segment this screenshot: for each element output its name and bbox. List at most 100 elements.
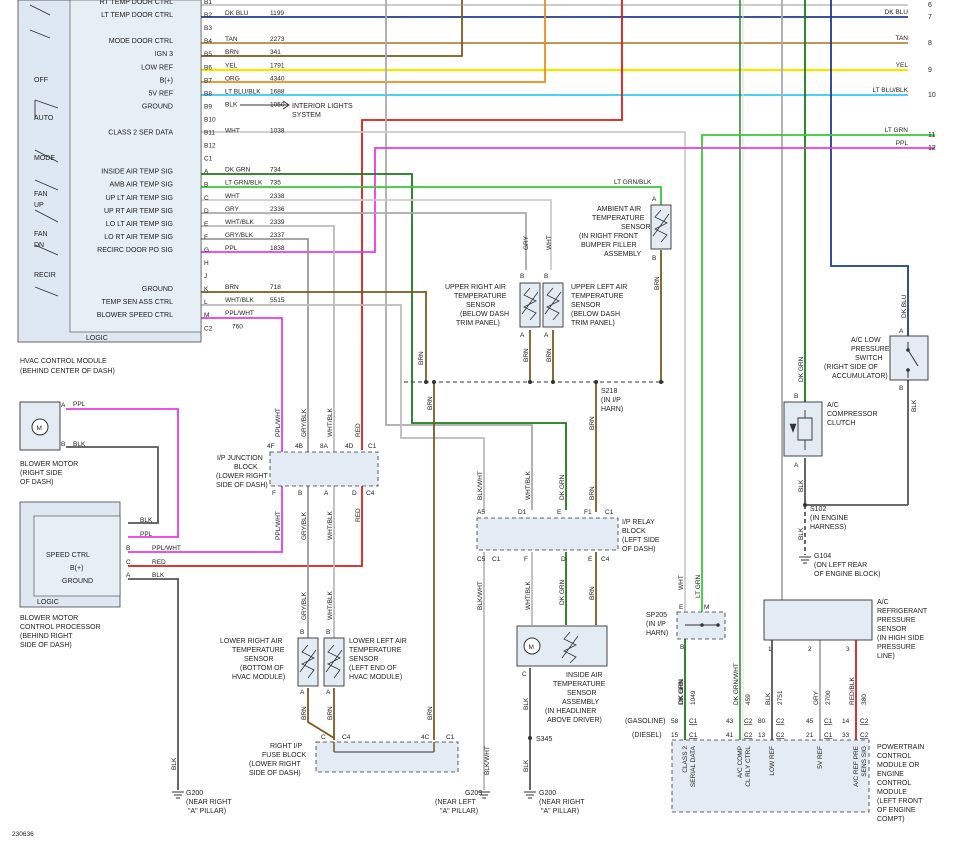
hvac-pin-label: LOW REF [141,64,173,71]
g200b-id: G200 [539,790,556,797]
hvac-pin-label: RECIRC DOOR PO SIG [97,247,173,254]
hvac-pin-label: GROUND [142,103,173,110]
diode-icon [789,423,797,433]
upper-left-loc1: (BELOW DASH [571,311,620,318]
g203-wire: BLK/WHT [484,746,491,775]
pcm-diesel-pin: 15 [671,732,679,739]
hvac-pin-circuit: 4340 [270,75,285,82]
hvac-pin-circuit: 1199 [270,10,284,17]
s102-loc1: (IN ENGINE [810,515,848,522]
junction-wire-wht-blk-b: WHT/BLK [327,510,334,540]
splice-dot [528,736,532,740]
sp205-loc2: HARN) [646,630,668,637]
relay-loc1: (LEFT SIDE [622,537,660,544]
upper-left-pin-b: B [544,273,548,280]
junction-title2: BLOCK [234,464,258,471]
fuse-loc1: (LOWER RIGHT [249,761,301,768]
wire-ppl-wht-bmcp [128,484,283,553]
thermistor-icon [299,644,317,679]
wire-blk-blower [66,446,159,524]
upper-left-sensor-box [542,282,564,328]
clutch-pin-b: B [794,393,798,400]
wire-gry-blk-f [201,238,309,455]
lower-left-pin-b: B [326,629,330,636]
junction-wire-ppl-wht: PPL/WHT [275,408,282,437]
sp205-pin-m: M [704,604,709,611]
switch-pin-a: A [899,328,904,335]
relay-wire-dk-grn-bot: DK GRN [559,579,566,605]
pcm-gas-conn: C2 [776,718,785,725]
wire-red-bmcp [128,484,363,567]
pcm-wire-color: RED/BLK [849,677,856,705]
lower-left-title3: SENSOR [349,656,379,663]
pcm-gas-conn: C1 [824,718,833,725]
hvac-pin-id: B9 [204,103,212,110]
junction-pin-4f: 4F [267,443,275,450]
pcm-function-label: A/C COMP [737,746,744,778]
motor-icon [523,637,541,655]
g200a-loc1: (NEAR RIGHT [186,799,232,806]
wire-wht-c [201,199,552,270]
hvac-pin-id: B10 [204,116,216,123]
pcm-title6: MODULE [877,789,907,796]
hvac-pin-label: MODE DOOR CTRL [109,38,173,45]
junction-wire-gry-blk: GRY/BLK [301,408,308,437]
bmcp-wire-red: RED [152,559,166,566]
inside-loc1: (IN HEADLINER [545,708,596,715]
upper-left-pin-a: A [544,332,549,339]
hvac-pin-circuit: 1038 [270,128,285,135]
pcm-gas-pin: 80 [758,718,766,725]
splice-s218: S218 (IN I/P HARN) BRN BRN BRN [404,351,664,430]
junction-pin-4d: 4D [345,443,354,450]
splice-pack-sp205: E M B WHT LT GRN DK GRN SP205 (IN I/P HA… [646,574,726,704]
hvac-pin-wire-color: PPL [225,245,238,252]
g200a-loc2: "A" PILLAR) [188,808,226,815]
inside-pin-c: C [522,671,527,678]
junction-wire-ppl-wht-b: PPL/WHT [275,511,282,540]
hvac-switch-label: MODE [34,155,55,162]
pcm-function-label: CLASS 2 [682,746,689,773]
junction-loc1: (LOWER RIGHT [216,473,268,480]
hvac-pin-label: LO RT AIR TEMP SIG [104,234,173,241]
junction-pin-8a: 8A [320,443,329,450]
lower-left-title1: LOWER LEFT AIR [349,638,407,645]
fuse-title1: RIGHT I/P [270,743,302,750]
wire-wht-blk-l [201,304,485,512]
hvac-pin-wire-color: WHT/BLK [225,219,255,226]
sp205-pin-e: E [679,604,684,611]
s218-loc1: (IN I/P [601,397,621,404]
upper-left-wire-top: WHT [546,235,553,250]
hvac-switch-label: RECIR [34,272,56,279]
hvac-pin-circuit: 1688 [270,88,285,95]
g104-loc2: OF ENGINE BLOCK) [814,571,881,578]
s345-id: S345 [536,736,552,743]
upper-left-title3: SENSOR [571,302,601,309]
hvac-pin-label: AMB AIR TEMP SIG [109,182,173,189]
lower-right-wire-top: GRY/BLK [301,591,308,620]
hvac-pin-circuit: 341 [270,49,281,56]
ground-icon [799,556,811,564]
fuse-block-box [315,741,459,773]
junction-pin-d: D [352,490,357,497]
junction-box [269,451,379,487]
hvac-pin-label: CLASS 2 SER DATA [108,130,173,137]
pcm-wire-color: DK GRN/WHT [733,663,740,705]
arrow-icon [240,100,290,110]
pcm-diesel-conn: C2 [744,732,753,739]
hvac-pin-circuit: 5515 [270,297,285,304]
pcm-diesel-conn: C2 [860,732,869,739]
upper-right-loc1: (BELOW DASH [460,311,509,318]
pcm-wire-color: BLK [765,692,772,705]
sp205-id: SP205 [646,612,667,619]
thermistor-icon [544,287,562,321]
wire-lt-grn-blk-b [201,186,662,205]
refrig-loc3: LINE) [877,653,895,660]
bmcp-pin-a: A [126,572,131,579]
ground-g203: BLK/WHT G203 (NEAR LEFT "A" PILLAR) [435,746,491,815]
upper-right-pin-a: A [520,332,525,339]
pcm-diesel-pin: 33 [842,732,850,739]
